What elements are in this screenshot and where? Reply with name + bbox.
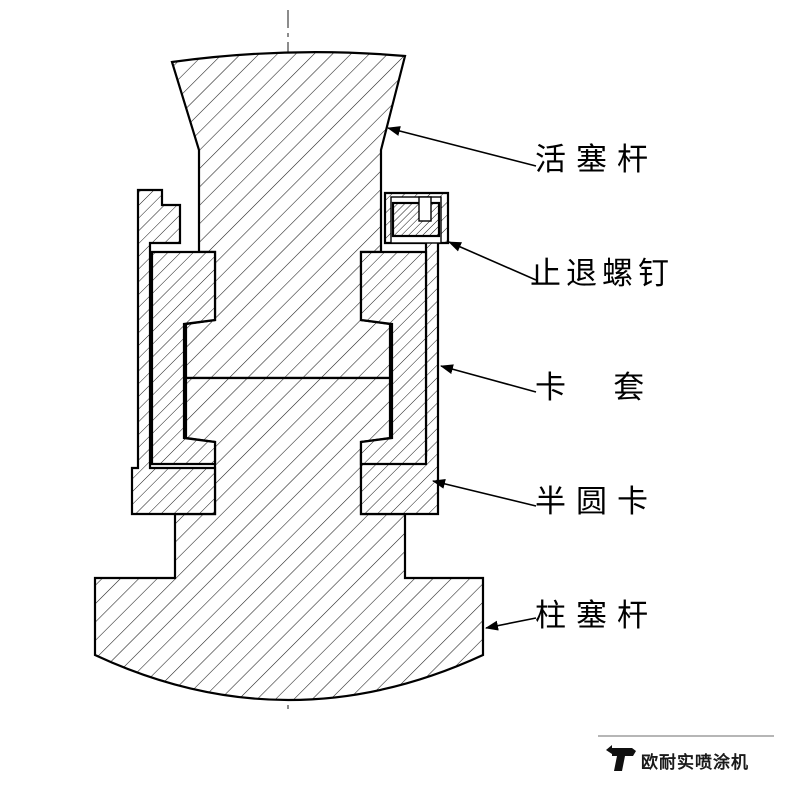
label-collet-sleeve: 卡 套 (535, 370, 654, 405)
screw-slot (418, 196, 432, 222)
plunger-rod-section (93, 376, 485, 701)
label-half-round-clamp: 半圆卡 (535, 484, 658, 519)
label-piston-rod: 活塞杆 (535, 142, 658, 177)
leader-half-round-clamp (432, 478, 537, 507)
half-round-clamp-right-section (359, 250, 428, 466)
label-stop-screw: 止退螺钉 (530, 256, 674, 291)
piston-rod-section (170, 51, 407, 380)
brand-text: 欧耐实喷涂机 (641, 752, 749, 772)
label-plunger-rod: 柱塞杆 (535, 598, 658, 633)
stop-screw-section (391, 201, 441, 238)
spray-gun-icon (606, 745, 636, 771)
leader-piston-rod (387, 126, 537, 167)
leader-collet-sleeve (440, 364, 537, 393)
collet-sleeve-left-section (130, 188, 217, 516)
leader-stop-screw (448, 241, 537, 281)
leader-plunger-rod (485, 617, 537, 631)
half-round-clamp-left-section (150, 250, 217, 466)
